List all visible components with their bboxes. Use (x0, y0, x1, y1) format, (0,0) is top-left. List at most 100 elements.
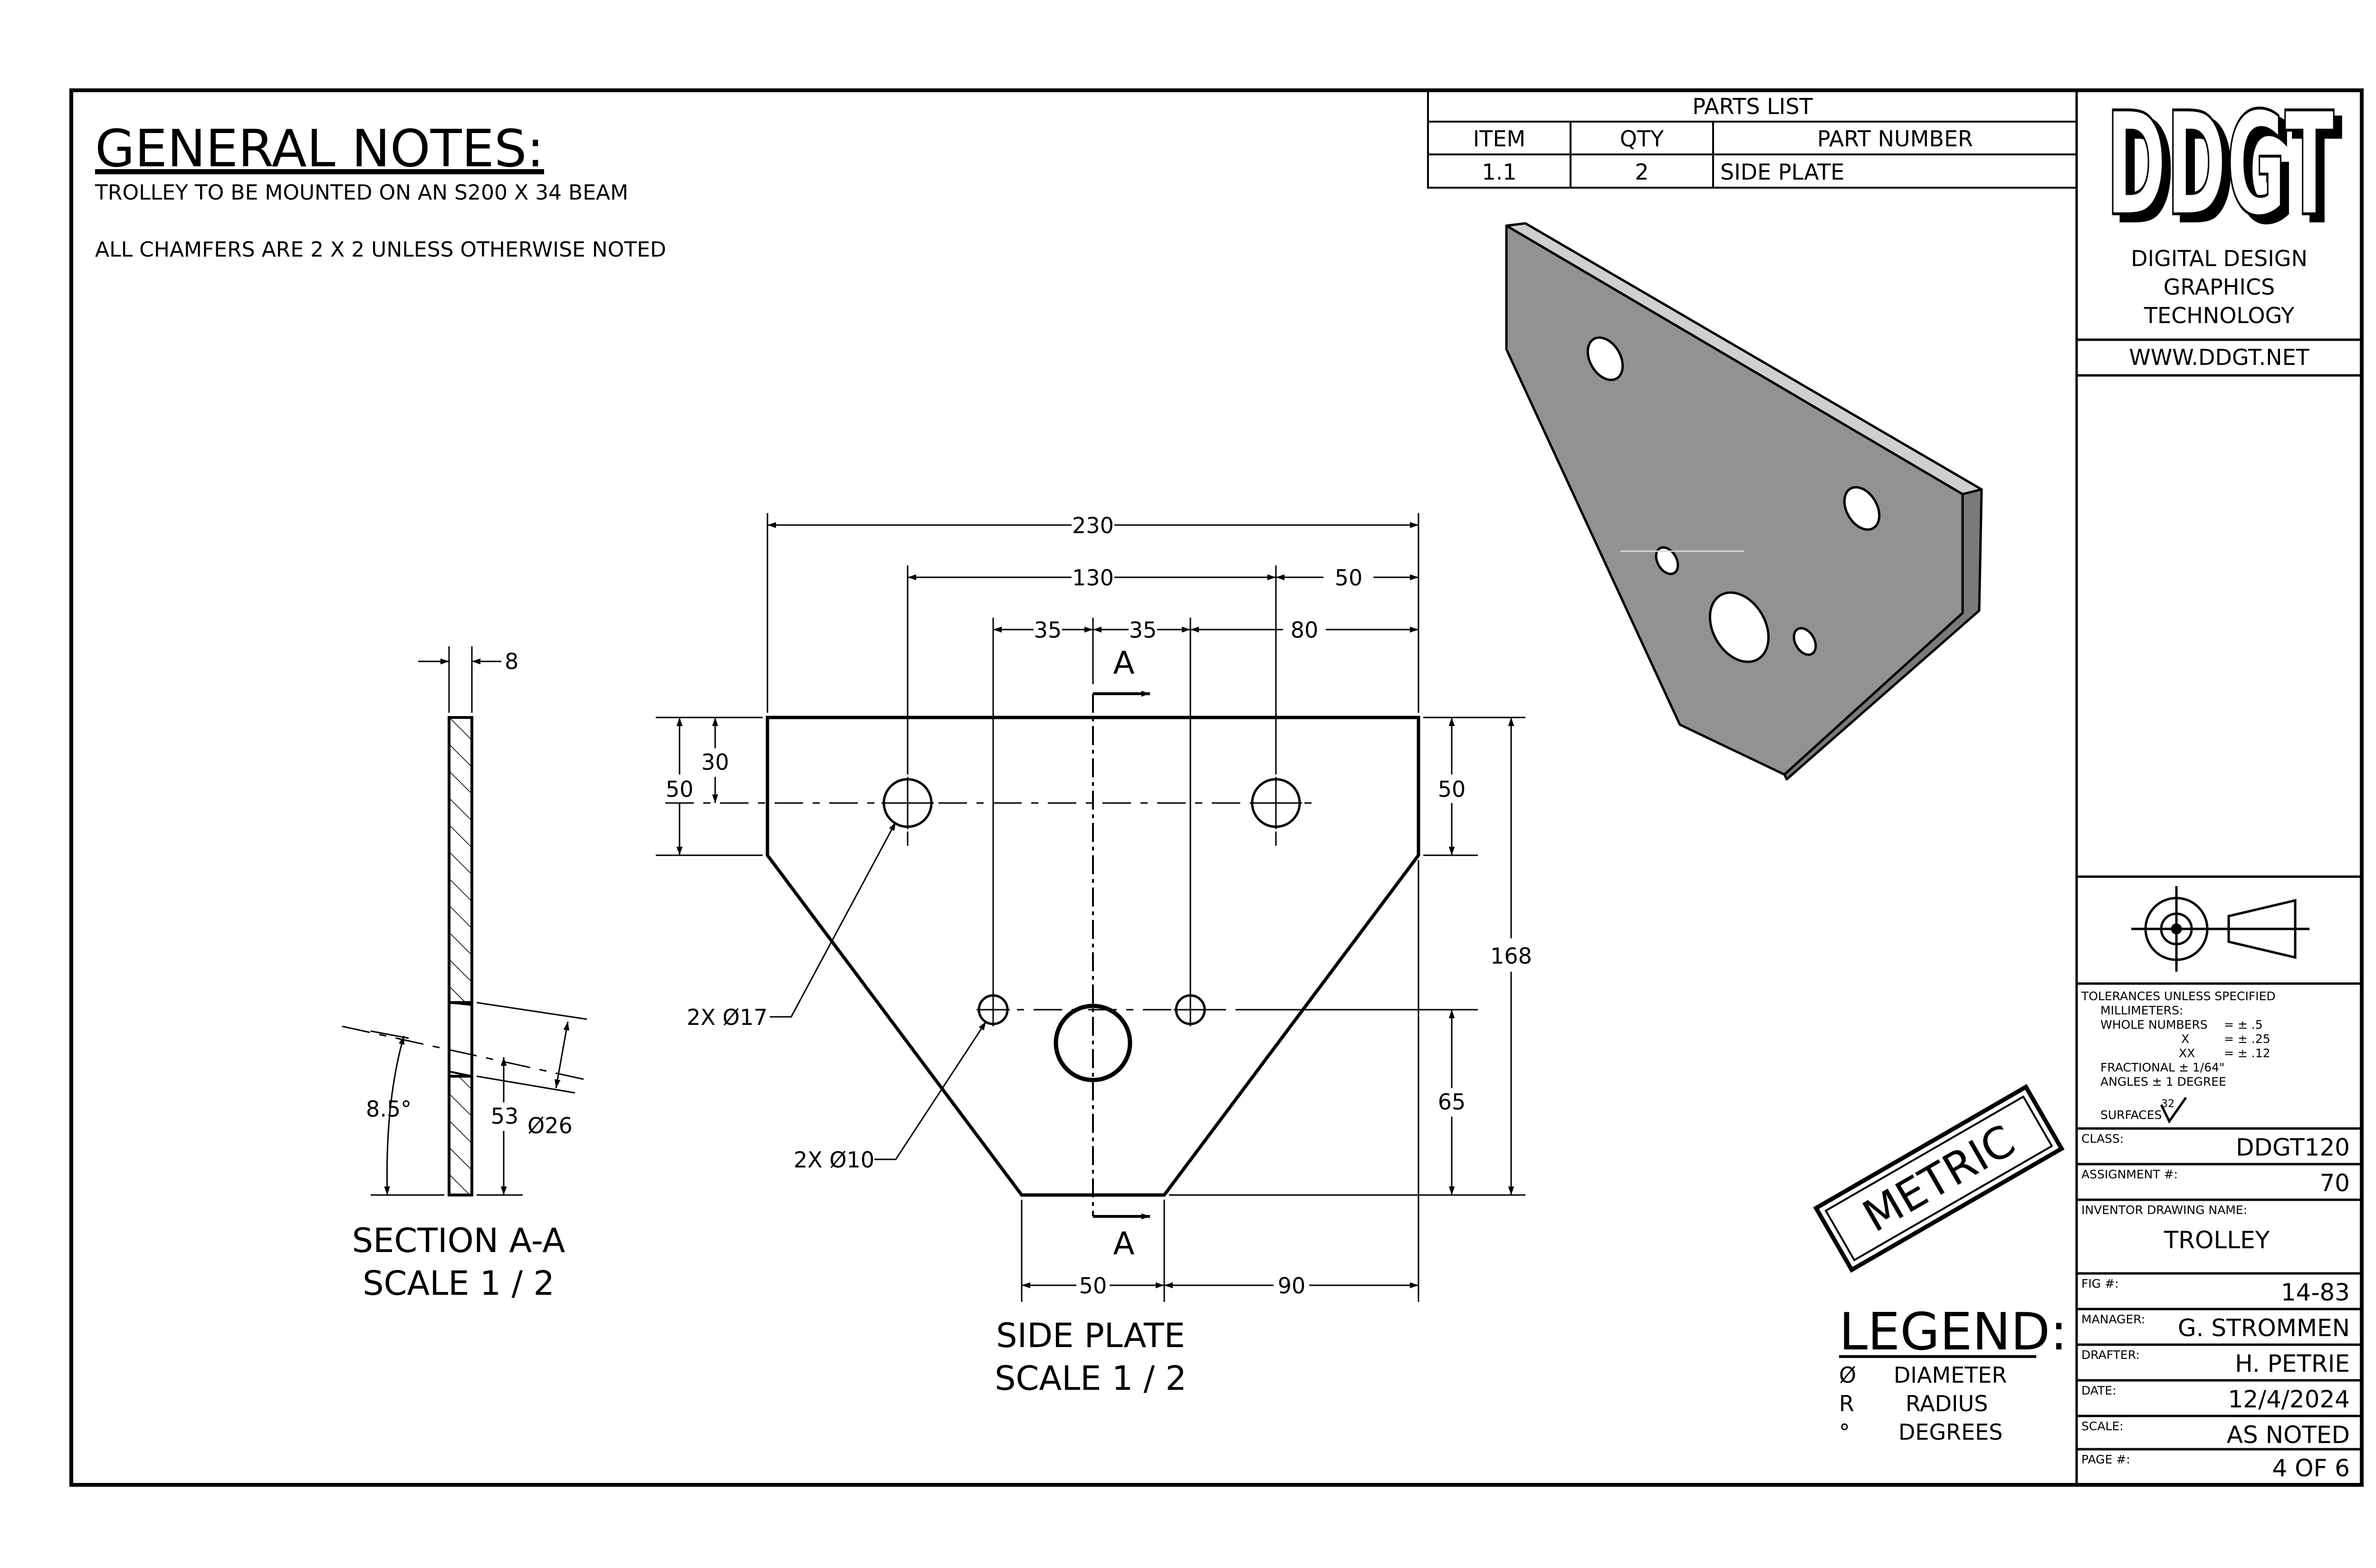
callout-large-holes: 2X Ø17 (687, 1004, 767, 1030)
section-mark-bottom: A (1113, 1225, 1134, 1262)
dim-left-50: 50 (666, 776, 694, 802)
company-website: WWW.DDGT.NET (2129, 344, 2309, 370)
dim-right-hole-offset: 50 (1335, 565, 1363, 591)
iso-hole-large (1708, 591, 1770, 663)
title-block-fields: CLASS: DDGT120 ASSIGNMENT #: 70 INVENTOR… (2081, 1132, 2350, 1482)
side-plate-dimension-text: 230 130 50 35 35 80 30 50 50 168 65 50 9… (666, 513, 1532, 1398)
parts-list-header-qty: QTY (1620, 126, 1664, 152)
date-value: 12/4/2024 (2228, 1386, 2350, 1413)
parts-list-header-item: ITEM (1473, 126, 1525, 152)
surface-finish-check-icon (2160, 1097, 2187, 1124)
hole-center-marks (881, 777, 1302, 1026)
iso-hole-1 (1586, 336, 1624, 382)
drawing-name-value: TROLLEY (2164, 1226, 2270, 1254)
general-notes: GENERAL NOTES: TROLLEY TO BE MOUNTED ON … (95, 119, 666, 262)
legend-meaning-diameter: DIAMETER (1894, 1362, 2007, 1388)
dim-53: 53 (491, 1103, 519, 1129)
side-plate-title: SIDE PLATE (996, 1316, 1185, 1355)
side-plate-scale: SCALE 1 / 2 (995, 1359, 1187, 1398)
dim-bottom-90: 90 (1278, 1273, 1306, 1299)
general-notes-heading: GENERAL NOTES: (95, 119, 544, 179)
iso-hole-2 (1843, 486, 1881, 531)
tolerances-block: TOLERANCES UNLESS SPECIFIED MILLIMETERS:… (2081, 989, 2276, 1124)
general-note-2: ALL CHAMFERS ARE 2 X 2 UNLESS OTHERWISE … (95, 238, 666, 262)
tolerance-line-1: TOLERANCES UNLESS SPECIFIED (2081, 989, 2276, 1003)
manager-value: G. STROMMEN (2178, 1314, 2350, 1342)
dim-bottom-50: 50 (1079, 1273, 1107, 1299)
tolerance-surfaces-label: SURFACES (2100, 1108, 2162, 1122)
metric-stamp: METRIC (1813, 1084, 2065, 1273)
general-note-1: TROLLEY TO BE MOUNTED ON AN S200 X 34 BE… (95, 181, 628, 205)
scale-value: AS NOTED (2227, 1421, 2350, 1449)
dim-angle: 8.5° (366, 1096, 412, 1122)
legend-symbol-degrees: ° (1839, 1419, 1850, 1445)
section-dimension-lines (384, 658, 570, 1195)
parts-list-header-part-number: PART NUMBER (1817, 126, 1973, 152)
legend-meaning-degrees: DEGREES (1898, 1419, 2002, 1445)
fig-label: FIG #: (2081, 1277, 2118, 1291)
company-name-line-3: TECHNOLOGY (2144, 303, 2295, 328)
page-value: 4 OF 6 (2272, 1454, 2350, 1482)
tolerance-line-5-label: XX (2179, 1046, 2195, 1060)
tolerance-line-7: ANGLES ± 1 DEGREE (2100, 1075, 2226, 1089)
title-block (2075, 90, 2362, 1485)
tolerance-line-4-label: X (2181, 1032, 2189, 1046)
callout-small-holes: 2X Ø10 (794, 1147, 874, 1173)
section-view (342, 646, 592, 1196)
dim-height-168: 168 (1490, 943, 1532, 969)
class-value: DDGT120 (2236, 1134, 2350, 1161)
dim-diameter: Ø26 (527, 1113, 573, 1138)
dim-65: 65 (1438, 1089, 1466, 1115)
legend-symbol-diameter: Ø (1839, 1362, 1856, 1388)
tolerance-line-3-value: = ± .5 (2224, 1018, 2263, 1032)
dim-left-35: 35 (1034, 617, 1062, 643)
dim-thickness: 8 (505, 649, 518, 674)
plate-face (1505, 224, 1964, 776)
callout-leaders (770, 822, 987, 1160)
legend-title: LEGEND: (1839, 1302, 2068, 1362)
drawing-name-label: INVENTOR DRAWING NAME: (2081, 1203, 2247, 1217)
sheet-border (69, 88, 2364, 1487)
center-hole (1054, 1004, 1132, 1082)
drafter-label: DRAFTER: (2081, 1348, 2140, 1362)
fig-value: 14-83 (2281, 1279, 2350, 1306)
section-title: SECTION A-A (352, 1221, 565, 1260)
tolerance-line-6: FRACTIONAL ± 1/64" (2100, 1061, 2224, 1074)
dim-overall-width: 230 (1072, 513, 1114, 538)
scale-label: SCALE: (2081, 1419, 2124, 1433)
date-label: DATE: (2081, 1384, 2116, 1397)
manager-label: MANAGER: (2081, 1312, 2145, 1326)
iso-hole-4 (1792, 627, 1817, 656)
dim-right-35: 35 (1129, 617, 1157, 643)
dim-80: 80 (1291, 617, 1319, 643)
section-extension-lines (342, 646, 592, 1196)
isometric-plate-view (1505, 222, 1983, 781)
ddgt-logo: DDGT DDGT (2105, 80, 2344, 256)
parts-list-row-part-number: SIDE PLATE (1720, 159, 1844, 185)
section-dimension-text: 8 8.5° 53 Ø26 SECTION A-A SCALE 1 / 2 (352, 649, 573, 1303)
class-label: CLASS: (2081, 1132, 2124, 1146)
dim-top-30: 30 (701, 749, 729, 775)
parts-list-row-item: 1.1 (1482, 159, 1516, 185)
parts-list-table (1427, 89, 2078, 189)
section-lower-hatch (448, 1075, 473, 1196)
iso-hole-3 (1655, 546, 1679, 575)
drafter-value: H. PETRIE (2235, 1350, 2350, 1377)
section-mark-top: A (1113, 645, 1134, 681)
dim-hole-spacing: 130 (1072, 565, 1114, 591)
tolerance-line-5-value: = ± .12 (2224, 1046, 2271, 1060)
logo-face: DDGT (2106, 82, 2335, 248)
assignment-value: 70 (2319, 1169, 2350, 1197)
company-name-line-2: GRAPHICS (2164, 274, 2275, 300)
parts-list-row-qty: 2 (1635, 159, 1648, 185)
dimension-lines (676, 522, 1514, 1289)
legend-symbol-radius: R (1839, 1391, 1854, 1416)
tolerance-line-2: MILLIMETERS: (2100, 1004, 2183, 1017)
tolerance-line-4-value: = ± .25 (2224, 1032, 2271, 1046)
tolerance-line-3-label: WHOLE NUMBERS (2100, 1018, 2208, 1032)
dim-right-50: 50 (1438, 776, 1466, 802)
parts-list-title: PARTS LIST (1692, 94, 1813, 119)
projection-symbol-icon (2131, 886, 2309, 972)
company-name-line-1: DIGITAL DESIGN (2131, 246, 2308, 271)
